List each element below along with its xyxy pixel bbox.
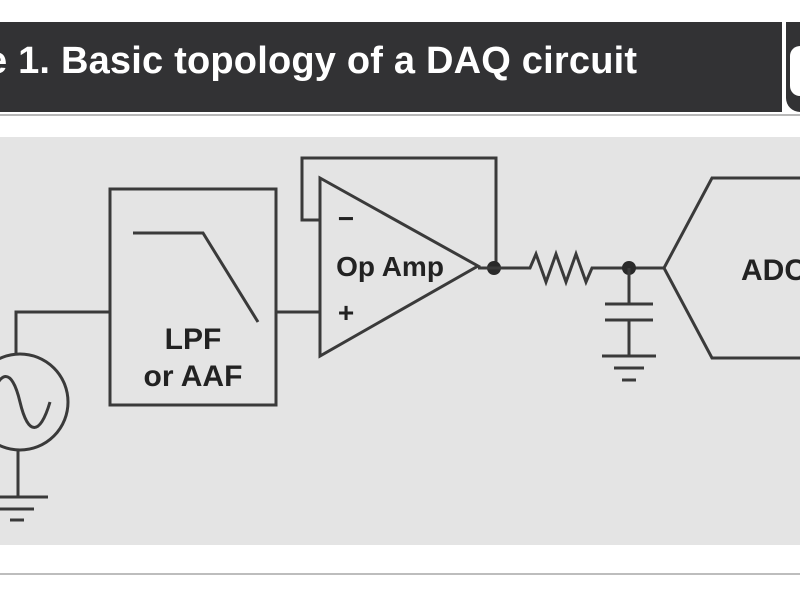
header-corner-tab	[786, 22, 800, 112]
capacitor-icon	[605, 268, 653, 356]
bottom-divider	[0, 573, 800, 575]
ac-source-icon	[0, 352, 70, 452]
figure-title: e 1. Basic topology of a DAQ circuit	[0, 40, 638, 82]
filter-label-line2: or AAF	[144, 360, 243, 393]
sine-wave-icon	[0, 375, 52, 429]
filter-label-line1: LPF	[165, 323, 222, 356]
figure-header-bar	[0, 22, 782, 112]
top-divider	[0, 114, 800, 116]
resistor-icon	[478, 249, 664, 287]
lowpass-response-icon	[133, 231, 260, 323]
source-ground-icon	[0, 450, 48, 522]
opamp-label: Op Amp	[336, 251, 444, 282]
wire-source-to-filter	[14, 310, 110, 354]
opamp-feedback-wire	[300, 156, 498, 268]
filter-block	[108, 187, 278, 407]
opamp-triangle	[318, 175, 482, 359]
capacitor-ground-icon	[602, 354, 656, 382]
signal-source	[0, 352, 70, 452]
opamp-plus-label: +	[338, 297, 354, 328]
adc-block	[662, 176, 800, 360]
adc-label: ADC	[741, 254, 800, 287]
opamp-minus-label: −	[338, 203, 354, 234]
